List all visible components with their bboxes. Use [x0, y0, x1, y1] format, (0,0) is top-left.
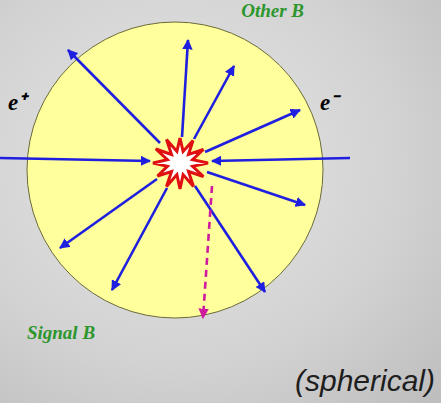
particle-label: Signal B [20, 322, 102, 345]
track [68, 50, 160, 143]
track [112, 188, 167, 290]
label-slot: (spherical) [295, 364, 435, 397]
label-slot: Other B [234, 0, 304, 23]
beam-label: e⁻ [320, 90, 338, 115]
positron-beam [0, 158, 150, 161]
burst-core [171, 154, 189, 172]
detector-sphere [27, 22, 323, 318]
electron-beam [212, 158, 350, 161]
track [182, 40, 188, 137]
label-slot: Signal B [20, 322, 102, 345]
collision-burst [153, 138, 208, 189]
track-arrows [0, 40, 350, 292]
label-slot: e⁻ [320, 90, 338, 115]
track [205, 110, 300, 152]
track [207, 172, 305, 205]
particle-label: Other B [234, 0, 304, 23]
label-slot: e⁺ [8, 90, 26, 115]
caption-note: (spherical) [295, 364, 435, 397]
track [194, 66, 234, 139]
beam-label: e⁺ [8, 90, 26, 115]
signal-track [203, 186, 212, 318]
track [60, 179, 157, 248]
